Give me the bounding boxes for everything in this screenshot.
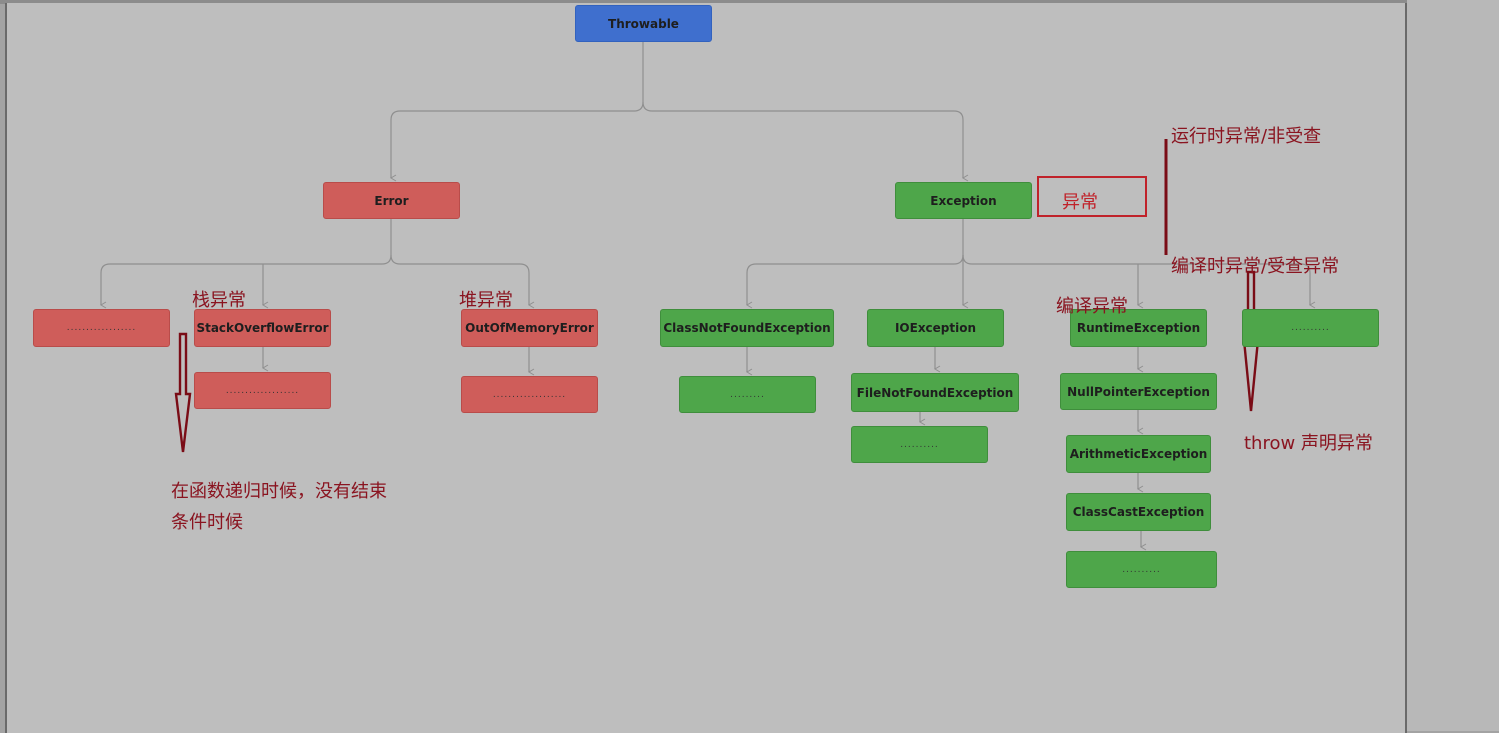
annotation-exception: 异常 (1062, 192, 1098, 213)
edge-error-outofmemory (390, 254, 535, 309)
edge-error-trunk (100, 219, 392, 309)
node-outofmemory-child: ................... (461, 376, 598, 413)
annotation-compile-checked: 编译时异常/受查异常 (1171, 256, 1340, 277)
node-runtime-more: .......... (1066, 551, 1217, 588)
annotation-stack-exception: 栈异常 (192, 290, 246, 311)
node-outofmemoryerror: OutOfMemoryError (461, 309, 598, 347)
annotation-recursion-note: 在函数递归时候，没有结束条件时候 (171, 481, 387, 533)
right-margin (1407, 0, 1499, 731)
node-runtimeexception: RuntimeException (1070, 309, 1207, 347)
node-arithmeticexception: ArithmeticException (1066, 435, 1211, 473)
node-stackoverflowerror: StackOverflowError (194, 309, 331, 347)
node-classnotfoundexception: ClassNotFoundException (660, 309, 834, 347)
node-classnotfound-child: ......... (679, 376, 816, 413)
edge-exception-right (962, 254, 1316, 309)
annotation-compile-exception: 编译异常 (1056, 296, 1128, 317)
node-error-other: .................. (33, 309, 170, 347)
annotation-throw-declare: throw 声明异常 (1244, 433, 1373, 454)
node-ioexception: IOException (867, 309, 1004, 347)
diagram-canvas (5, 3, 1407, 733)
node-nullpointerexception: NullPointerException (1060, 373, 1217, 410)
node-throwable: Throwable (575, 5, 712, 42)
node-stackoverflow-child: ................... (194, 372, 331, 409)
exception-highlight-box (1037, 176, 1147, 217)
node-filenotfoundexception: FileNotFoundException (851, 373, 1019, 412)
top-border (0, 0, 1499, 4)
node-exception-other: .......... (1242, 309, 1379, 347)
node-classcastexception: ClassCastException (1066, 493, 1211, 531)
edge-throwable-exception (642, 101, 969, 182)
annotation-runtime-unchecked: 运行时异常/非受查 (1171, 126, 1322, 147)
node-filenotfound-child: .......... (851, 426, 988, 463)
edge-throwable-trunk (390, 42, 644, 182)
down-arrow-stack-icon (174, 332, 192, 453)
node-error: Error (323, 182, 460, 219)
annotation-heap-exception: 堆异常 (459, 290, 513, 311)
edge-exception-left (746, 219, 964, 309)
node-exception: Exception (895, 182, 1032, 219)
